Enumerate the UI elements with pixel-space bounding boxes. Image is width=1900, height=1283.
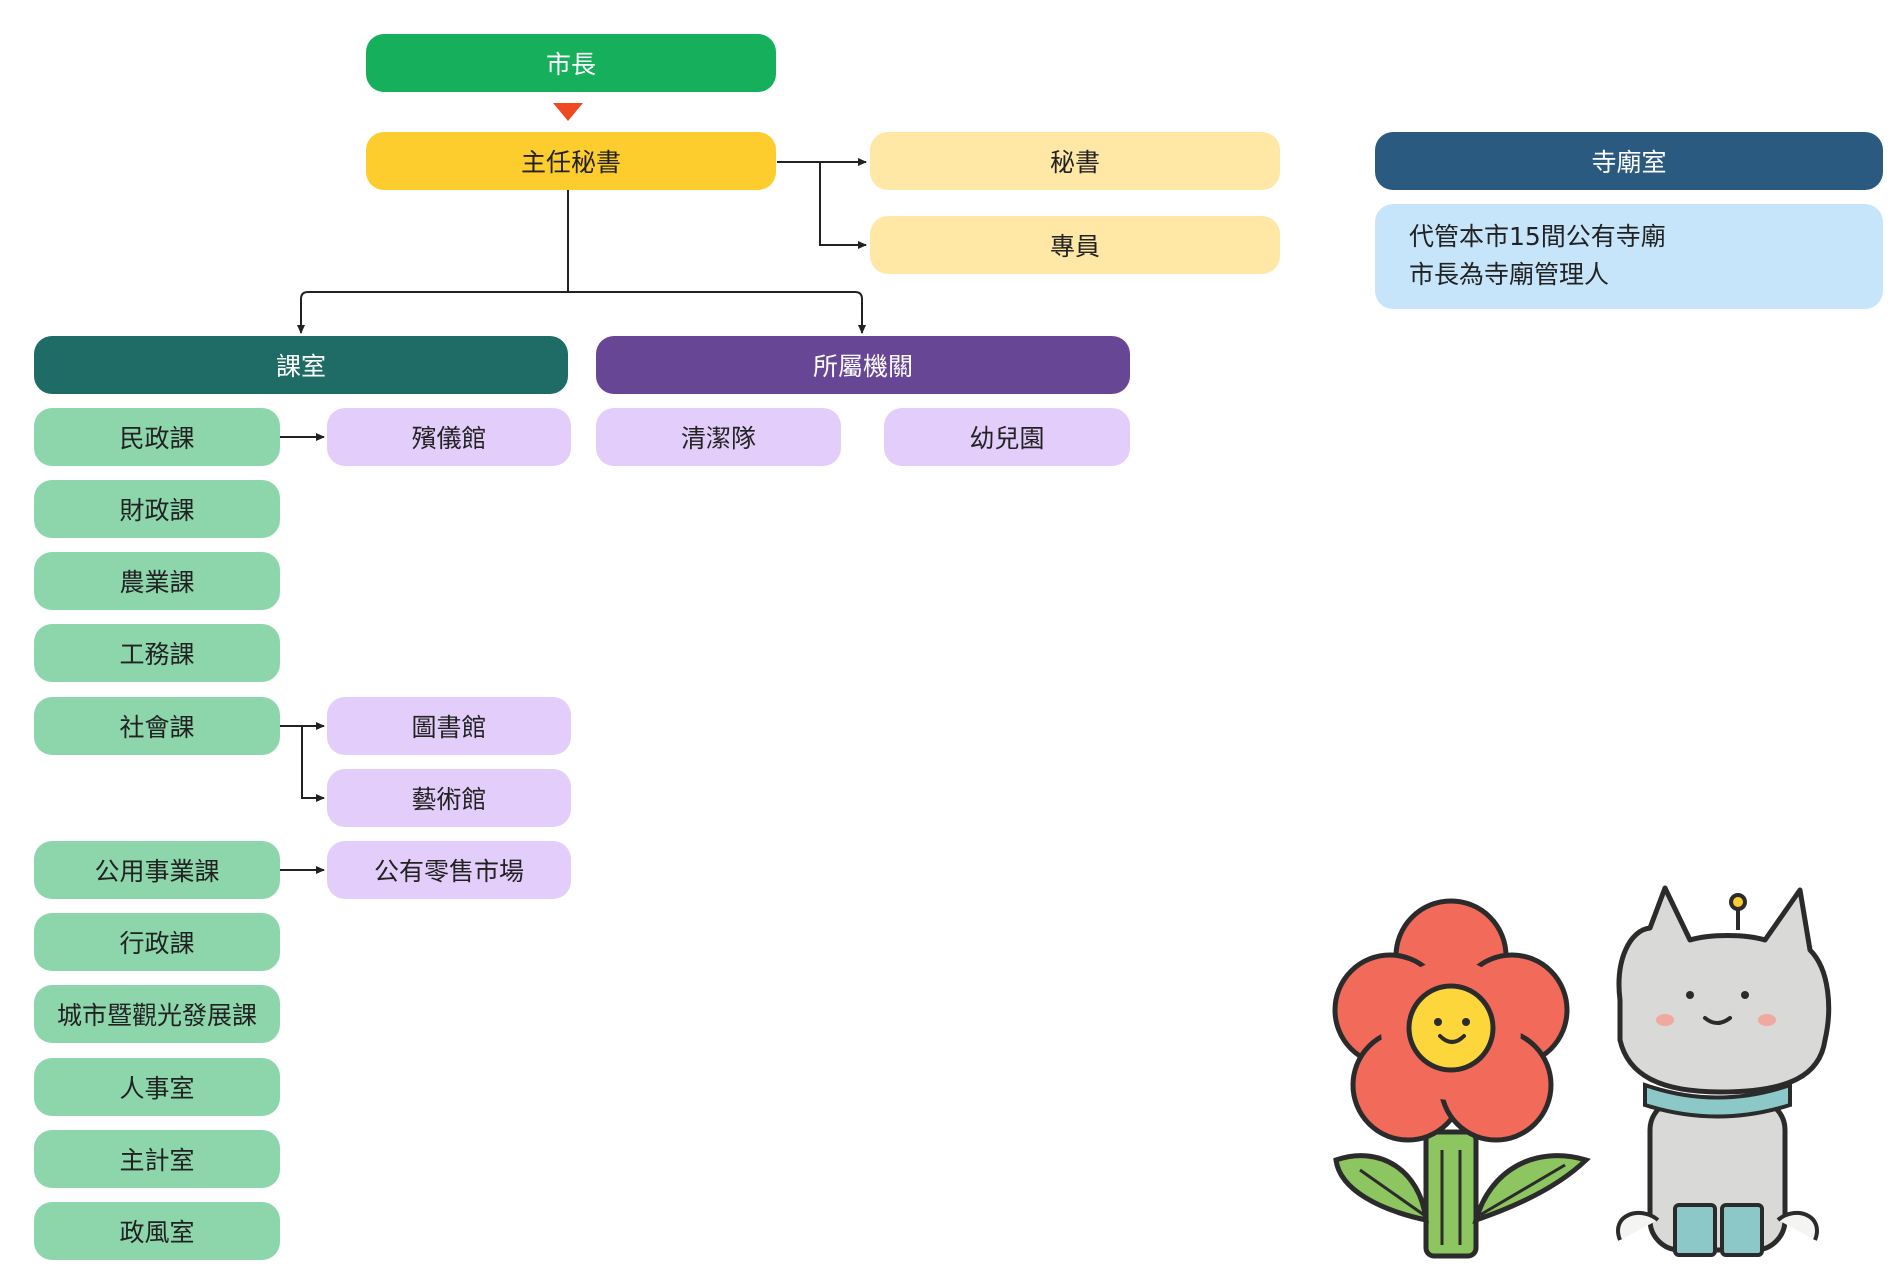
section-label: 行政課 (119, 929, 195, 958)
sections-title: 課室 (275, 352, 326, 381)
sub-unit-label: 公有零售市場 (373, 857, 524, 886)
sub-unit-label: 藝術館 (411, 785, 487, 814)
agency-label: 幼兒園 (969, 424, 1045, 453)
agency-label: 清潔隊 (680, 424, 756, 453)
sub-unit-label: 圖書館 (411, 713, 487, 742)
section-label: 民政課 (119, 424, 195, 453)
temple-note-line: 市長為寺廟管理人 (1409, 260, 1610, 289)
sub-unit-label: 殯儀館 (411, 424, 487, 453)
section-social: 社會課 (34, 697, 280, 755)
specialist-box: 專員 (870, 216, 1280, 274)
secretary-box: 秘書 (870, 132, 1280, 190)
agencies-header: 所屬機關 (596, 336, 1130, 394)
section-utilities: 公用事業課 (34, 841, 280, 899)
mayor-arrow (553, 103, 583, 121)
temple-office-title: 寺廟室 (1591, 148, 1667, 177)
temple-office-header: 寺廟室 (1375, 132, 1883, 190)
section-ethics: 政風室 (34, 1202, 280, 1260)
flower-mascot-icon (1332, 898, 1591, 1259)
chief-secretary-label: 主任秘書 (520, 148, 621, 177)
specialist-label: 專員 (1049, 232, 1100, 261)
cat-mascot-icon (1616, 885, 1832, 1257)
section-administration: 行政課 (34, 913, 280, 971)
section-agriculture: 農業課 (34, 552, 280, 610)
section-label: 主計室 (119, 1146, 195, 1175)
sub-unit-library: 圖書館 (327, 697, 571, 755)
section-label: 公用事業課 (94, 857, 220, 886)
section-label: 政風室 (119, 1218, 195, 1247)
sub-unit-funeral-hall: 殯儀館 (327, 408, 571, 466)
section-label: 社會課 (119, 713, 195, 742)
section-tourism: 城市暨觀光發展課 (34, 985, 280, 1043)
agency-cleaning-team: 清潔隊 (596, 408, 841, 466)
section-accounting: 主計室 (34, 1130, 280, 1188)
sections-header: 課室 (34, 336, 568, 394)
sub-unit-art-gallery: 藝術館 (327, 769, 571, 827)
mascot-illustration (1332, 885, 1832, 1259)
chief-secretary-box: 主任秘書 (366, 132, 776, 190)
temple-note-line: 代管本市15間公有寺廟 (1409, 222, 1666, 251)
section-personnel: 人事室 (34, 1058, 280, 1116)
section-label: 人事室 (119, 1074, 195, 1103)
secretary-label: 秘書 (1049, 148, 1100, 177)
mayor-label: 市長 (545, 50, 596, 79)
section-label: 城市暨觀光發展課 (56, 1001, 257, 1030)
agencies-title: 所屬機關 (812, 352, 913, 381)
section-label: 工務課 (119, 640, 195, 669)
section-finance: 財政課 (34, 480, 280, 538)
temple-office-note: 代管本市15間公有寺廟 市長為寺廟管理人 (1375, 204, 1883, 309)
section-public-works: 工務課 (34, 624, 280, 682)
section-label: 農業課 (119, 568, 195, 597)
section-label: 財政課 (119, 496, 195, 525)
sub-unit-market: 公有零售市場 (327, 841, 571, 899)
mayor-box: 市長 (366, 34, 776, 92)
agency-kindergarten: 幼兒園 (884, 408, 1130, 466)
section-civil: 民政課 (34, 408, 280, 466)
